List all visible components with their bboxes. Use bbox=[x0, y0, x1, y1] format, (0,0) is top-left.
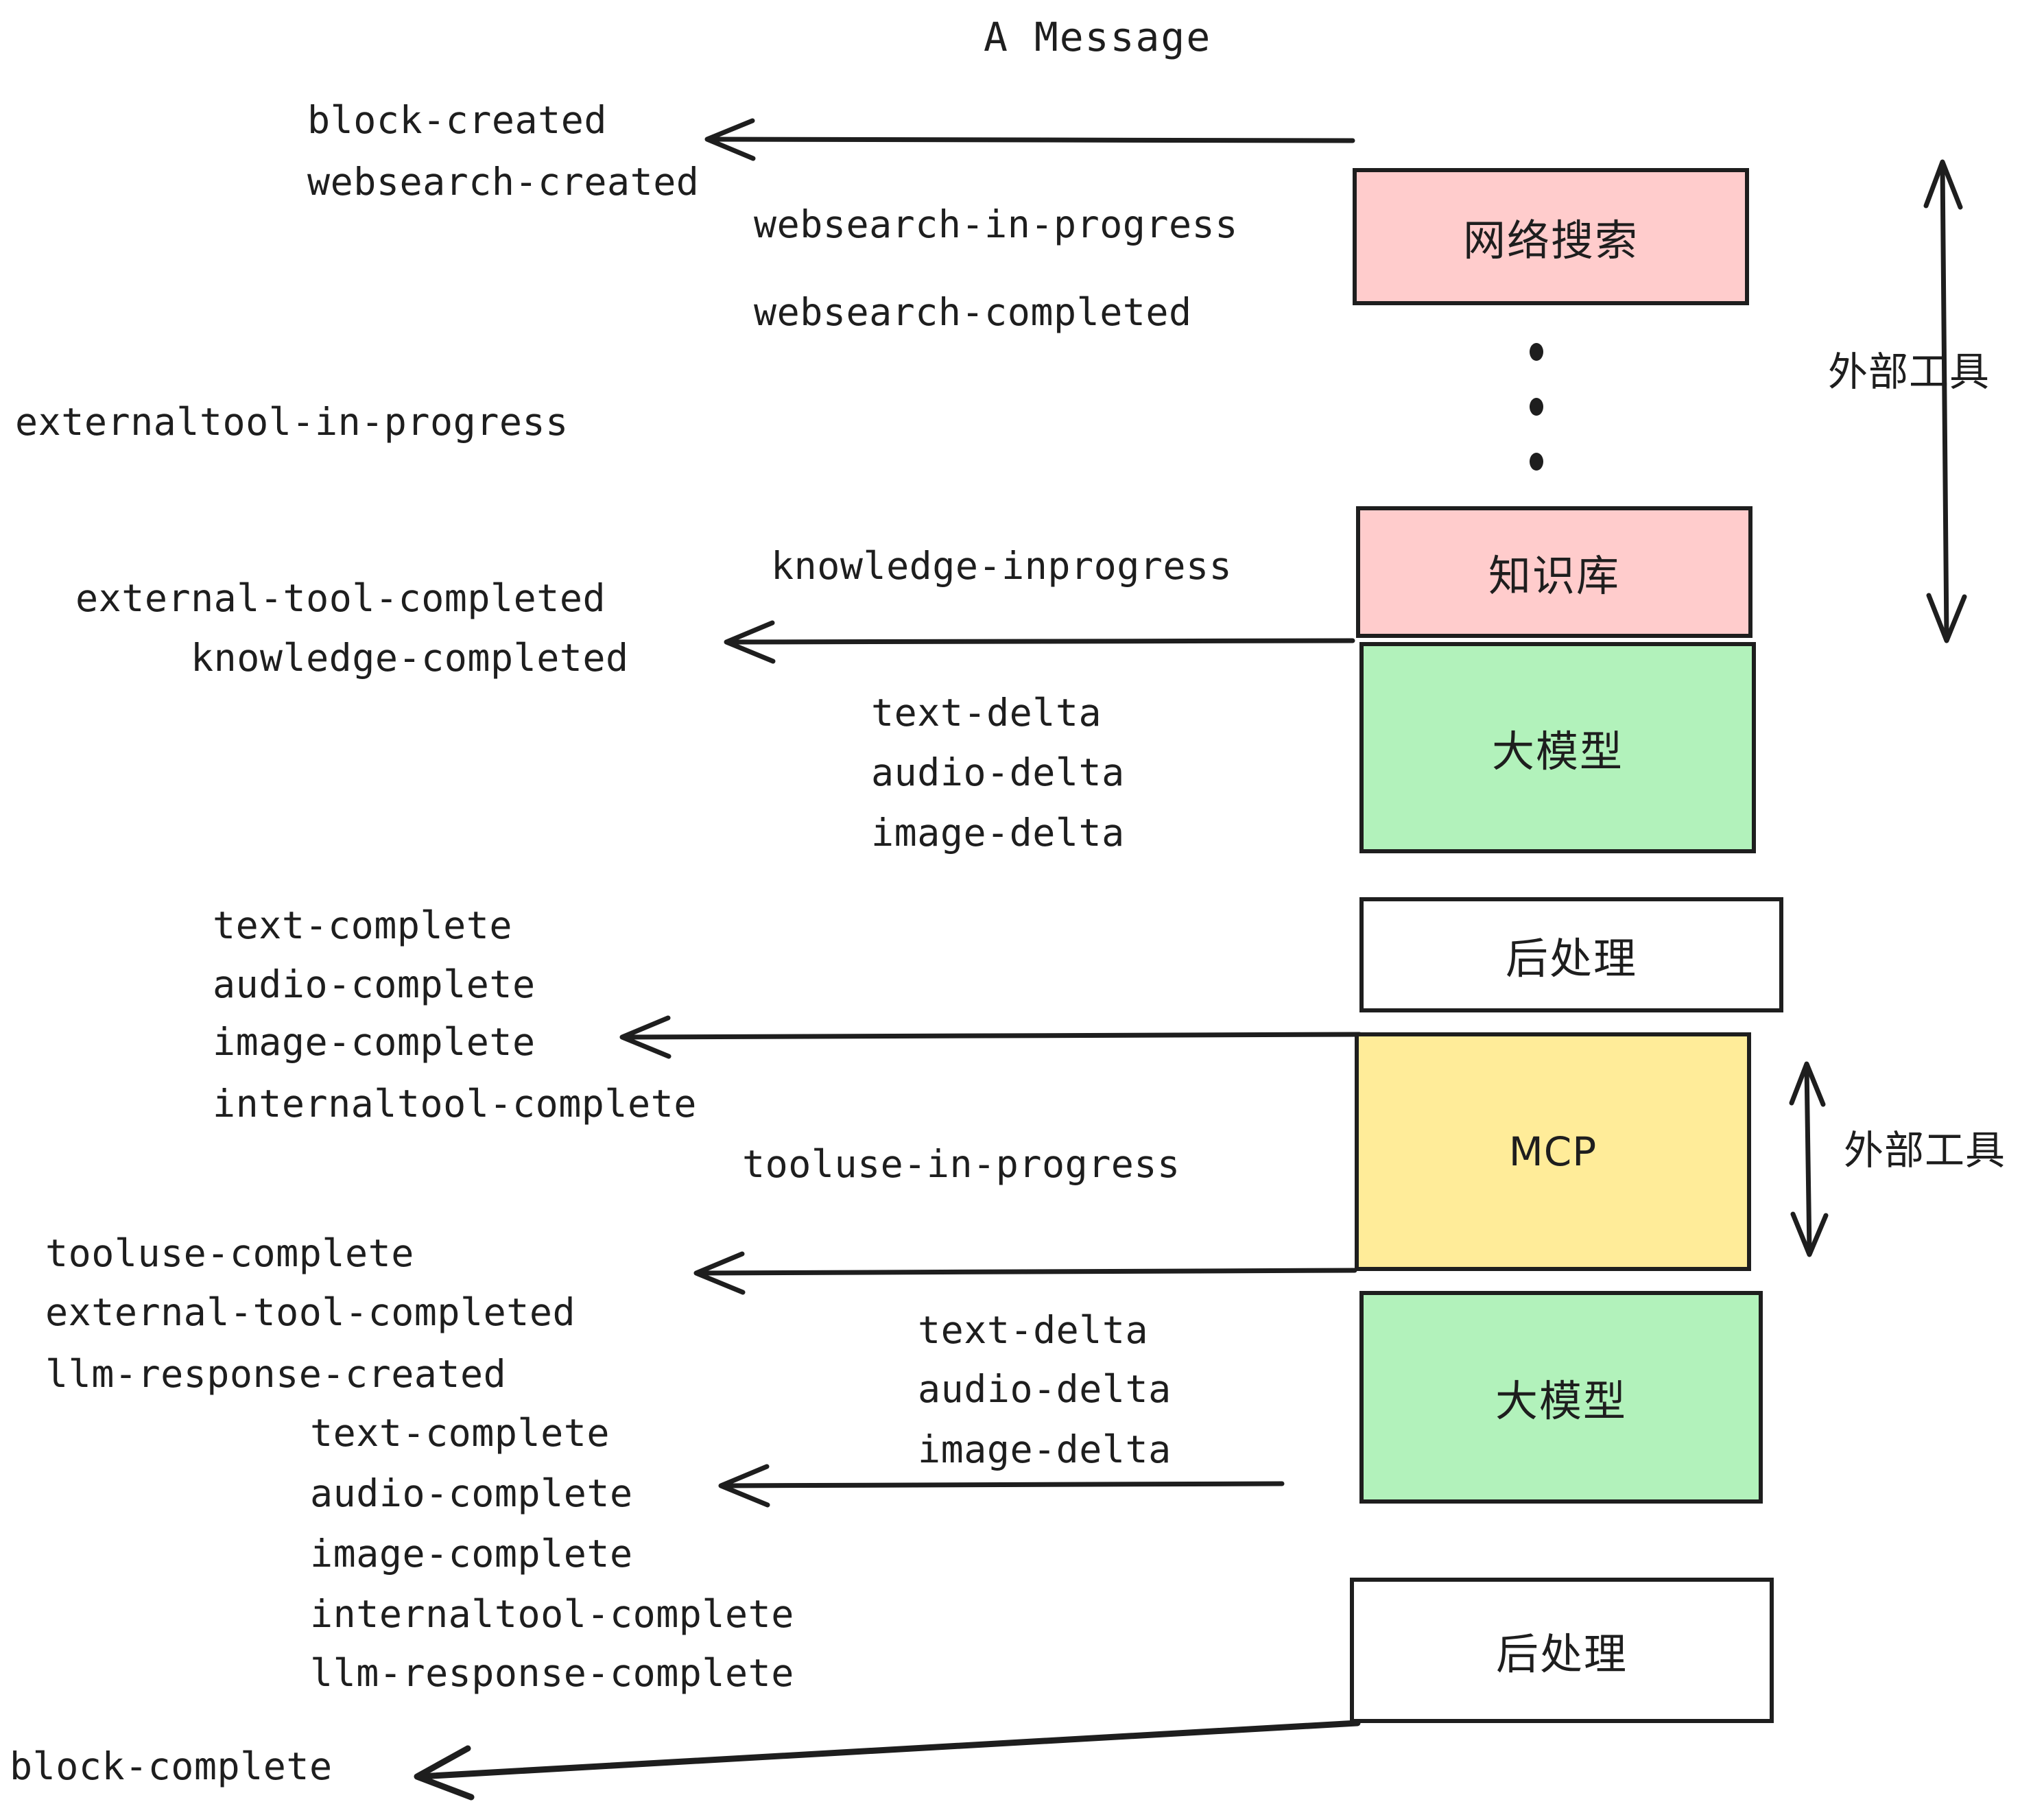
event-image-delta-1: image-delta bbox=[871, 811, 1125, 855]
node-llm-2-label: 大模型 bbox=[1495, 1376, 1627, 1426]
event-websearch-completed: websearch-completed bbox=[754, 290, 1192, 334]
node-knowledge[interactable]: 知识库 bbox=[1356, 506, 1752, 638]
event-audio-delta-1: audio-delta bbox=[871, 750, 1125, 794]
node-postprocessing-1[interactable]: 后处理 bbox=[1359, 897, 1783, 1012]
node-llm-2[interactable]: 大模型 bbox=[1359, 1291, 1763, 1504]
event-image-complete-1: image-complete bbox=[213, 1020, 536, 1064]
event-websearch-in-progress: websearch-in-progress bbox=[754, 202, 1238, 246]
node-knowledge-label: 知识库 bbox=[1488, 551, 1620, 601]
node-llm-1[interactable]: 大模型 bbox=[1359, 642, 1756, 853]
event-audio-complete-1: audio-complete bbox=[213, 962, 536, 1006]
event-internaltool-complete-2: internaltool-complete bbox=[310, 1592, 794, 1636]
node-mcp-label: MCP bbox=[1508, 1128, 1597, 1175]
node-mcp[interactable]: MCP bbox=[1355, 1032, 1751, 1271]
side-label-external-tools-bottom: 外部工具 bbox=[1844, 1127, 2006, 1174]
event-text-delta-2: text-delta bbox=[918, 1308, 1149, 1352]
external-tools-arrow-bottom bbox=[1789, 1061, 1829, 1257]
event-audio-delta-2: audio-delta bbox=[918, 1367, 1172, 1411]
arrow-websearch-to-block-created bbox=[704, 118, 1355, 161]
event-external-tool-completed-2: external-tool-completed bbox=[45, 1290, 576, 1334]
event-llm-response-complete: llm-response-complete bbox=[310, 1651, 794, 1695]
event-image-delta-2: image-delta bbox=[918, 1427, 1172, 1471]
event-text-complete-1: text-complete bbox=[213, 903, 512, 947]
external-tools-arrow-top bbox=[1923, 159, 1967, 643]
arrow-mcp-to-tooluse-complete bbox=[693, 1251, 1357, 1295]
node-postprocessing-1-label: 后处理 bbox=[1505, 934, 1637, 984]
event-tooluse-in-progress: tooluse-in-progress bbox=[742, 1142, 1180, 1186]
node-postprocessing-2-label: 后处理 bbox=[1495, 1629, 1628, 1679]
node-llm-1-label: 大模型 bbox=[1491, 726, 1624, 776]
event-knowledge-completed: knowledge-completed bbox=[191, 636, 629, 680]
event-external-tool-completed-1: external-tool-completed bbox=[75, 576, 606, 620]
event-text-delta-1: text-delta bbox=[871, 691, 1102, 735]
arrow-postproc2-to-block-complete bbox=[414, 1720, 1361, 1801]
arrow-llm2-to-audio-complete bbox=[718, 1464, 1285, 1508]
event-internaltool-complete-1: internaltool-complete bbox=[213, 1082, 697, 1126]
event-externaltool-in-progress: externaltool-in-progress bbox=[15, 400, 569, 444]
event-tooluse-complete: tooluse-complete bbox=[45, 1231, 414, 1275]
event-llm-response-created: llm-response-created bbox=[45, 1352, 507, 1396]
node-websearch[interactable]: 网络搜索 bbox=[1353, 168, 1749, 305]
node-websearch-label: 网络搜索 bbox=[1462, 215, 1639, 265]
side-label-external-tools-top: 外部工具 bbox=[1828, 348, 1990, 395]
vertical-ellipsis-icon bbox=[1528, 343, 1545, 471]
event-block-created: block-created bbox=[307, 98, 607, 142]
event-text-complete-2: text-complete bbox=[310, 1411, 610, 1455]
event-block-complete: block-complete bbox=[10, 1744, 333, 1788]
node-postprocessing-2[interactable]: 后处理 bbox=[1350, 1578, 1774, 1723]
event-knowledge-inprogress: knowledge-inprogress bbox=[771, 544, 1233, 588]
diagram-title: A Message bbox=[984, 14, 1212, 60]
event-audio-complete-2: audio-complete bbox=[310, 1471, 633, 1515]
arrow-postproc1-to-image-complete bbox=[619, 1015, 1362, 1059]
event-websearch-created: websearch-created bbox=[307, 160, 700, 204]
event-image-complete-2: image-complete bbox=[310, 1532, 633, 1576]
arrow-knowledge-to-knowledge-completed bbox=[724, 620, 1355, 664]
